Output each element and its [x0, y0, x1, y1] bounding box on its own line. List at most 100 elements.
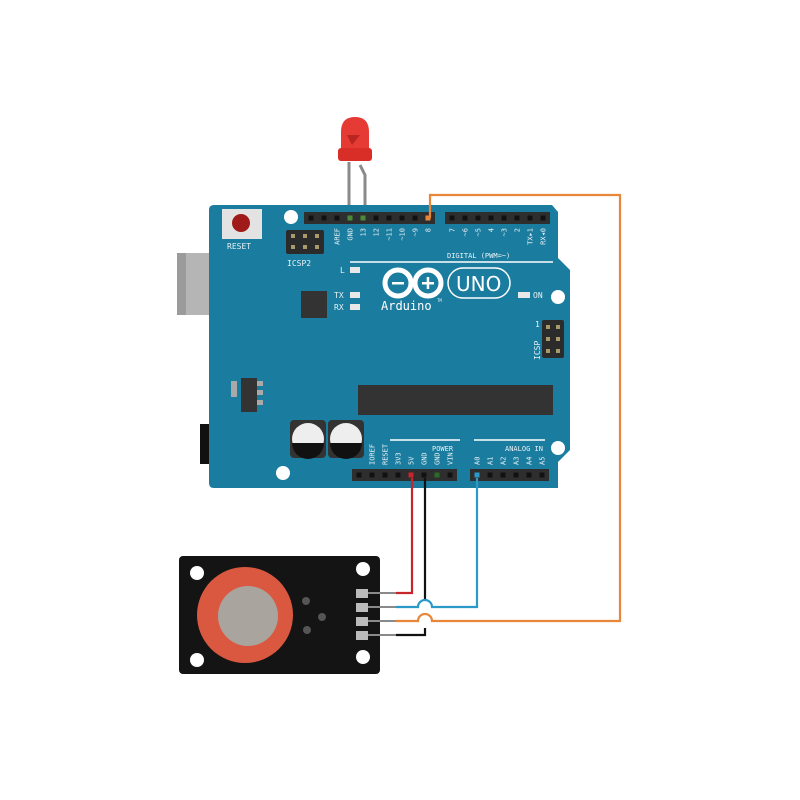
header-pin[interactable]	[386, 215, 392, 221]
header-pin[interactable]	[513, 472, 519, 478]
pin-label: GND	[434, 452, 442, 465]
power-header	[352, 469, 457, 481]
pin-label: 12	[373, 228, 381, 236]
pin-label: IOREF	[369, 444, 377, 465]
power-label: POWER	[432, 445, 454, 453]
pin-label: GND	[347, 228, 355, 241]
wire-gnd-black	[396, 478, 427, 637]
arduino-logo	[382, 267, 511, 299]
led-l-label: L	[340, 266, 345, 275]
header-pin[interactable]	[487, 472, 493, 478]
model-label: UNO	[456, 272, 501, 296]
usb-chip	[301, 291, 327, 318]
pin-label: ~5	[475, 228, 483, 236]
header-pin[interactable]	[373, 215, 379, 221]
header-pin[interactable]	[369, 472, 375, 478]
trademark: TM	[437, 298, 442, 303]
red-led	[338, 117, 372, 218]
header-pin[interactable]	[527, 215, 533, 221]
header-pin[interactable]	[334, 215, 340, 221]
icsp-header	[542, 320, 564, 358]
pin-label: 2	[514, 228, 522, 232]
led-l	[350, 267, 360, 273]
header-pin[interactable]	[462, 215, 468, 221]
header-pin[interactable]	[347, 215, 353, 221]
analog-label: ANALOG IN	[505, 445, 543, 453]
header-pin[interactable]	[382, 472, 388, 478]
pin-label: ~10	[399, 228, 407, 241]
mq3-gas-sensor-module	[179, 556, 398, 674]
header-pin[interactable]	[321, 215, 327, 221]
pin-label: 5V	[408, 456, 416, 465]
pin-label: A5	[539, 457, 547, 465]
header-pin[interactable]	[540, 215, 546, 221]
digital-header-a	[304, 212, 435, 224]
icsp-pin1-label: 1	[535, 320, 540, 329]
reset-label: RESET	[227, 242, 251, 251]
pin-label: TX▸1	[527, 228, 535, 245]
header-pin[interactable]	[434, 472, 440, 478]
pin-label: A3	[513, 457, 521, 465]
pin-label: 4	[488, 228, 496, 232]
pin-label: A4	[526, 457, 534, 465]
digital-header-b	[445, 212, 550, 224]
icsp-label: ICSP	[533, 341, 542, 360]
pin-label: 3V3	[395, 452, 403, 465]
header-pin[interactable]	[449, 215, 455, 221]
capacitor	[290, 420, 326, 459]
led-on	[518, 292, 530, 298]
header-pin[interactable]	[395, 472, 401, 478]
arduino-board	[209, 205, 570, 488]
analog-header	[470, 469, 549, 481]
brand-label: Arduino	[381, 299, 432, 313]
header-pin[interactable]	[474, 472, 480, 478]
mounting-hole	[284, 210, 298, 224]
pin-label: ~11	[386, 228, 394, 241]
header-pin[interactable]	[412, 215, 418, 221]
header-pin[interactable]	[500, 472, 506, 478]
mounting-hole	[551, 290, 565, 304]
header-pin[interactable]	[360, 215, 366, 221]
pin-label: ~9	[412, 228, 420, 236]
icsp2-header	[286, 230, 324, 254]
reset-button[interactable]	[222, 209, 262, 239]
led-tx-label: TX	[334, 291, 344, 300]
header-pin[interactable]	[408, 472, 414, 478]
pin-label: ~3	[501, 228, 509, 236]
pin-label: ~6	[462, 228, 470, 236]
icsp2-label: ICSP2	[287, 259, 311, 268]
header-pin[interactable]	[539, 472, 545, 478]
header-pin[interactable]	[425, 215, 431, 221]
pin-label: 13	[360, 228, 368, 236]
pin-label: RX◂0	[540, 228, 548, 245]
header-pin[interactable]	[447, 472, 453, 478]
digital-label: DIGITAL (PWM=~)	[447, 252, 510, 260]
wire-d8-orange	[396, 193, 622, 623]
header-pin[interactable]	[526, 472, 532, 478]
header-pin[interactable]	[421, 472, 427, 478]
led-rx-label: RX	[334, 303, 344, 312]
capacitor	[328, 420, 364, 459]
pin-label: 8	[425, 228, 433, 232]
header-pin[interactable]	[308, 215, 314, 221]
header-pin[interactable]	[399, 215, 405, 221]
pin-label: RESET	[382, 443, 390, 465]
header-pin[interactable]	[488, 215, 494, 221]
pin-label: A0	[474, 457, 482, 465]
mounting-hole	[551, 441, 565, 455]
wire-5v-red	[396, 478, 414, 595]
wire-a0-blue	[396, 478, 479, 609]
microcontroller-chip	[358, 385, 553, 415]
pin-label: VIN	[447, 452, 455, 465]
led-on-label: ON	[533, 291, 543, 300]
header-pin[interactable]	[475, 215, 481, 221]
voltage-regulator	[231, 378, 263, 412]
header-pin[interactable]	[356, 472, 362, 478]
led-tx	[350, 292, 360, 298]
header-pin[interactable]	[514, 215, 520, 221]
pin-label: A2	[500, 457, 508, 465]
pin-label: 7	[449, 228, 457, 232]
header-pin[interactable]	[501, 215, 507, 221]
